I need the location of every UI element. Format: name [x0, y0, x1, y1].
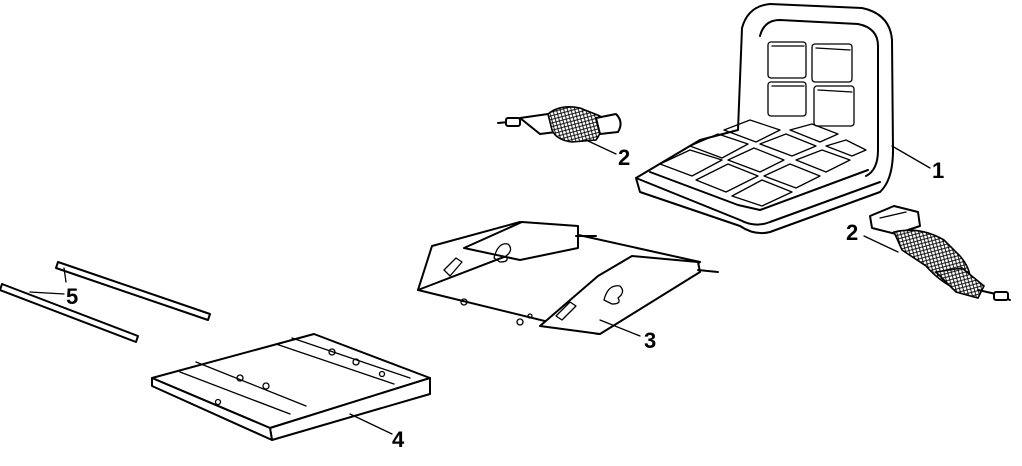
seat-belt-right-callout-number: 2 — [846, 220, 858, 245]
seat-callout-number: 1 — [932, 158, 944, 183]
seat-belt-right-callout-leader — [863, 235, 899, 253]
rod-callout-leader — [29, 291, 65, 295]
rod-callout-leader-upper — [63, 267, 67, 283]
seat-belt-right-part — [869, 205, 1011, 301]
seat-bracket-callout-leader — [599, 319, 641, 337]
seat-bracket-callout-number: 3 — [644, 328, 656, 353]
seat-belt-left-part — [497, 106, 622, 143]
seat-base-callout-leader — [349, 413, 393, 435]
seat-part — [635, 3, 894, 235]
seat-bracket-part — [417, 221, 719, 335]
seat-base-callout-number: 4 — [392, 427, 405, 452]
seat-belt-left-callout-leader — [585, 139, 617, 155]
seat-base-part — [151, 333, 431, 441]
seat-callout-leader — [891, 145, 931, 169]
rod-part — [0, 261, 211, 343]
seat-belt-left-callout-number: 2 — [618, 145, 630, 170]
rod-callout-number: 5 — [66, 284, 78, 309]
